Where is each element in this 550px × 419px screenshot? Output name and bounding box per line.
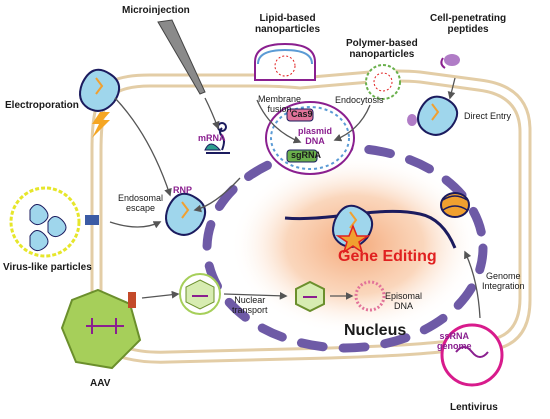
polymer-nanoparticle-icon [365, 64, 401, 100]
vlp-icon [9, 186, 81, 258]
cut-site-star-icon [335, 223, 371, 254]
nuclear-aav-icon [295, 280, 325, 313]
aav-capsid-icon [60, 288, 142, 370]
label-lentivirus: Lentivirus [450, 402, 498, 413]
lipid-nanoparticle-icon [254, 42, 316, 81]
sgrna-box [286, 149, 318, 163]
cas9-protein-box [286, 108, 314, 122]
label-rnp: RNP [173, 185, 193, 195]
label-sgrna: sgRNA [291, 150, 322, 160]
label-genome-integration: Genome Integration [482, 271, 525, 291]
cpp-particle-icon [440, 54, 460, 69]
label-mrna: mRNA [198, 133, 226, 143]
label-nuclear-transport: Nuclear transport [232, 295, 268, 315]
lentivirus-icon [440, 323, 504, 387]
label-cell-penetrating-peptides: Cell-penetrating peptides [430, 13, 507, 35]
label-gene-editing: Gene Editing [338, 248, 437, 265]
episomal-dna-icon [354, 280, 386, 312]
microinjection-needle-icon [157, 19, 206, 95]
label-microinjection: Microinjection [122, 5, 190, 16]
aav-receptor [128, 292, 136, 308]
cpp-cas9-icon [407, 95, 459, 136]
label-nucleus: Nucleus [344, 322, 407, 339]
label-virus-like-particles: Virus-like particles [3, 262, 92, 273]
lightning-bolt-icon [92, 112, 110, 138]
pathway-arrows [109, 77, 481, 319]
chromatin-dna [284, 209, 457, 249]
cas9-rnp-free-icon [79, 68, 121, 112]
label-aav: AAV [90, 378, 111, 389]
label-polymer-nanoparticles: Polymer-based nanoparticles [346, 38, 418, 60]
label-lipid-nanoparticles: Lipid-based nanoparticles [255, 13, 321, 35]
label-ssrna-genome: ssRNA genome [437, 331, 472, 351]
nucleosome-icon [440, 192, 470, 218]
label-episomal-dna: Episomal DNA [385, 291, 423, 311]
label-endocytosis: Endocytosis [335, 95, 384, 105]
label-endosomal-escape: Endosomal escape [118, 193, 164, 213]
label-electroporation: Electroporation [5, 100, 79, 111]
vlp-fusion-protein [85, 215, 99, 225]
label-membrane-fusion: Membrane fusion [258, 94, 302, 114]
label-plasmid-dna: plasmid DNA [298, 126, 333, 146]
rnp-cytoplasm-icon [165, 192, 207, 236]
label-direct-entry: Direct Entry [464, 111, 512, 121]
label-cas9: Cas9 [291, 109, 313, 119]
endosomal-aav-icon [179, 273, 221, 315]
